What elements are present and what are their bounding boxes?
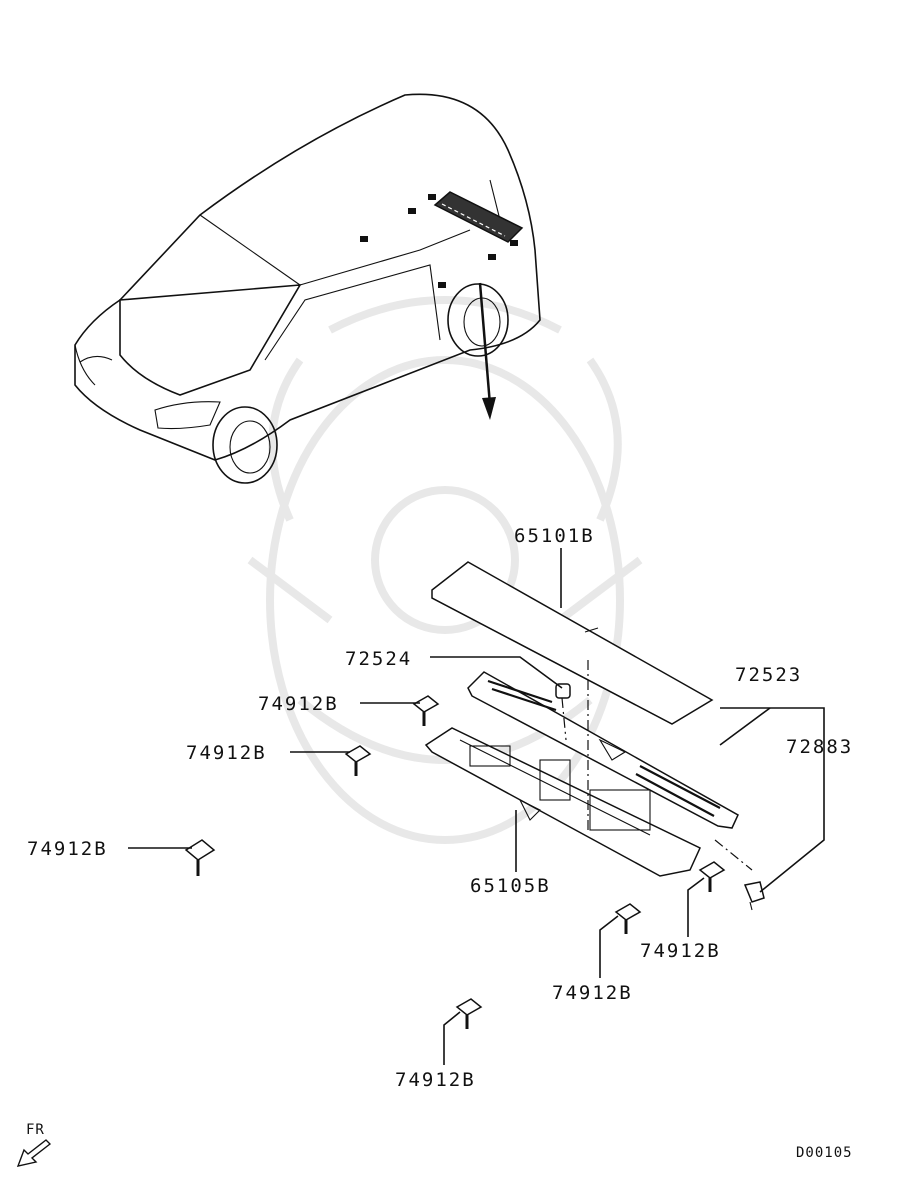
callout-74912B-middle: 74912B xyxy=(186,742,267,764)
part-clips-74912B xyxy=(184,695,726,1029)
callout-74912B-left: 74912B xyxy=(27,838,108,860)
callout-74912B-right: 74912B xyxy=(640,940,721,962)
front-arrow-icon xyxy=(16,1139,52,1167)
part-fastener-72883 xyxy=(743,881,765,911)
front-direction-indicator: FR xyxy=(16,1122,52,1167)
pointer-arrow xyxy=(478,282,496,420)
callout-65105B: 65105B xyxy=(470,875,551,897)
diagram-code: D00105 xyxy=(796,1145,853,1161)
part-cover-65101B xyxy=(431,561,714,725)
part-clip-72524 xyxy=(555,683,571,699)
callout-74912B-upper: 74912B xyxy=(258,693,339,715)
callout-74912B-bottom: 74912B xyxy=(395,1069,476,1091)
part-tray-65105B xyxy=(424,727,701,877)
direction-label: FR xyxy=(26,1122,45,1138)
callout-65101B: 65101B xyxy=(514,525,595,547)
callout-74912B-lower: 74912B xyxy=(552,982,633,1004)
leader-lines xyxy=(128,548,825,1065)
callout-72883: 72883 xyxy=(786,736,853,758)
part-scuff-plate-72523 xyxy=(467,671,739,829)
callout-72523: 72523 xyxy=(735,664,802,686)
callout-72524: 72524 xyxy=(345,648,412,670)
vehicle-outline xyxy=(74,93,541,484)
assembly-lines xyxy=(561,660,753,871)
